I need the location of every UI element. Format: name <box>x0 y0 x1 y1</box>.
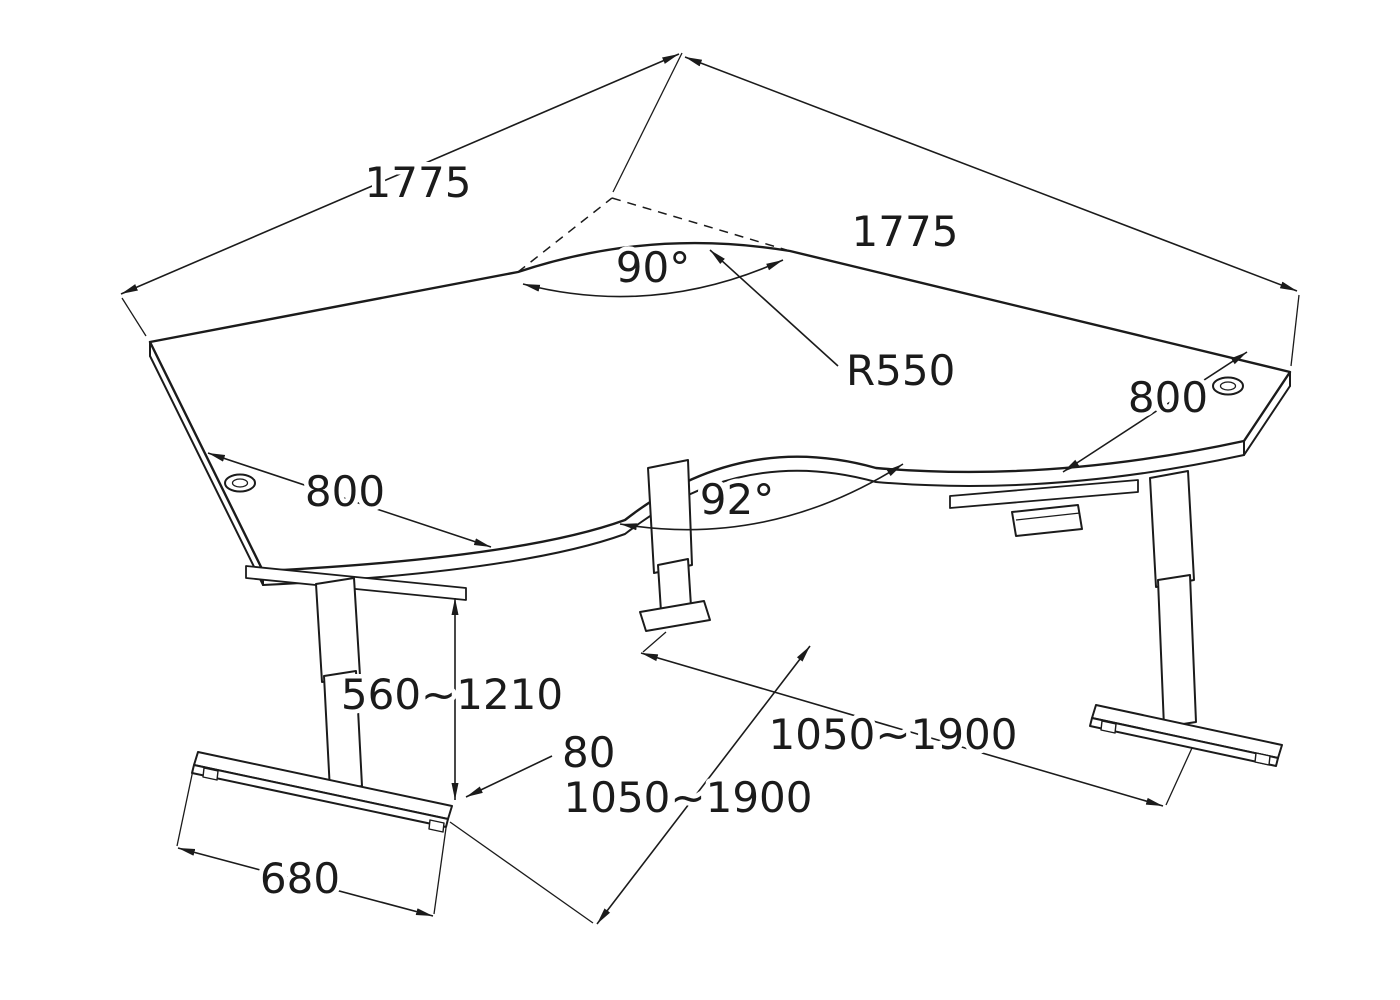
right-leg-upper-column <box>1149 470 1195 588</box>
right-apron <box>949 479 1139 509</box>
dim-label-right-wing-length: 1775 <box>852 207 959 256</box>
dim-label-right-end-depth: 800 <box>1128 373 1208 422</box>
dim-label-corner-radius: R550 <box>846 346 955 395</box>
left-foot-leveler-rear <box>428 819 445 833</box>
middle-leg-foot <box>639 600 711 632</box>
dim-label-left-leg-span: 1050~1900 <box>564 773 813 822</box>
right-leg-lower-column <box>1157 574 1197 728</box>
dim-label-corner-angle: 90° <box>616 243 690 292</box>
right-leg <box>1089 470 1283 767</box>
dim-label-foot-length: 680 <box>260 854 340 903</box>
left-foot-top <box>193 751 453 820</box>
dim-corner-radius: R550 <box>709 249 960 400</box>
dim-corner-angle: 90° <box>522 239 784 298</box>
dim-inner-corner-angle: 92° <box>619 463 904 531</box>
left-foot-leveler-front <box>202 767 219 781</box>
dim-right-end-depth: 800 <box>1062 351 1248 473</box>
dim-left-end-depth: 800 <box>207 452 492 548</box>
right-foot-leveler-rear <box>1254 752 1271 766</box>
dim-right-wing-length: 1775 <box>684 56 1300 367</box>
dim-left-leg-span: 1050~1900 <box>449 645 817 925</box>
left-leg-upper-column <box>315 577 361 683</box>
dim-foot-length: 680 <box>176 769 447 917</box>
left-leg <box>191 577 453 833</box>
dim-label-height-range: 560~1210 <box>341 670 563 719</box>
dim-label-inner-corner-angle: 92° <box>700 475 774 524</box>
dim-label-right-leg-span: 1050~1900 <box>769 710 1018 759</box>
left-apron <box>245 565 467 601</box>
dim-label-left-end-depth: 800 <box>305 467 385 516</box>
control-pad <box>1011 504 1083 537</box>
dim-left-wing-length: 1775 <box>120 52 683 337</box>
dim-height-range: 560~1210 <box>336 598 568 800</box>
dim-label-foot-height: 80 <box>562 728 615 777</box>
middle-leg-upper-column <box>647 459 693 574</box>
dim-label-left-wing-length: 1775 <box>365 158 472 207</box>
desk-top <box>148 241 1292 601</box>
